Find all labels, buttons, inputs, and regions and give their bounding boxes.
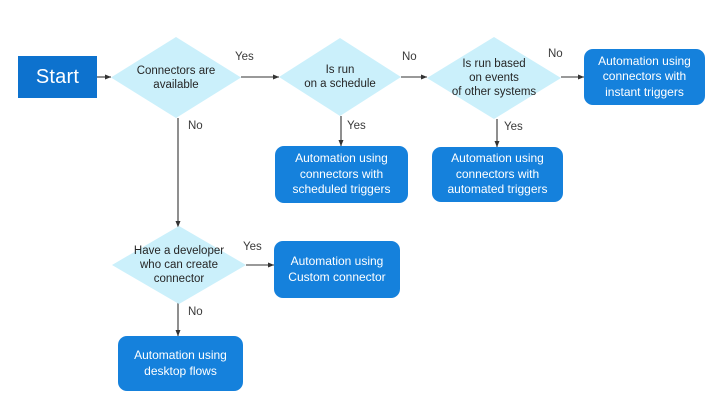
node-process-desktop-flows-label: Automation using desktop flows — [134, 348, 227, 378]
edge-label-developer-no: No — [188, 306, 203, 318]
node-decision-have-developer-label: Have a developer who can create connecto… — [133, 245, 225, 285]
edge-label-connectors-no: No — [188, 120, 203, 132]
edge-label-schedule-no: No — [402, 51, 417, 63]
edge-label-events-no: No — [548, 48, 563, 60]
node-decision-connectors-available[interactable]: Connectors are available — [111, 37, 241, 118]
node-decision-have-developer[interactable]: Have a developer who can create connecto… — [112, 226, 246, 304]
node-process-custom-connector-label: Automation using Custom connector — [288, 254, 386, 284]
node-process-instant-triggers[interactable]: Automation using connectors with instant… — [584, 49, 705, 105]
node-process-automated-triggers-label: Automation using connectors with automat… — [447, 151, 548, 197]
node-process-automated-triggers[interactable]: Automation using connectors with automat… — [432, 147, 563, 202]
node-decision-connectors-available-label: Connectors are available — [136, 64, 216, 91]
node-process-custom-connector[interactable]: Automation using Custom connector — [274, 241, 400, 298]
node-decision-run-on-events-label: Is run based on events of other systems — [451, 58, 537, 98]
node-decision-run-on-events[interactable]: Is run based on events of other systems — [427, 37, 561, 119]
node-decision-run-on-schedule[interactable]: Is run on a schedule — [279, 38, 401, 116]
node-process-scheduled-triggers-label: Automation using connectors with schedul… — [292, 151, 391, 197]
node-process-instant-triggers-label: Automation using connectors with instant… — [598, 53, 691, 99]
edge-label-events-yes: Yes — [504, 121, 523, 133]
node-process-desktop-flows[interactable]: Automation using desktop flows — [118, 336, 243, 391]
edge-label-connectors-yes: Yes — [235, 51, 254, 63]
node-decision-run-on-schedule-label: Is run on a schedule — [304, 64, 376, 90]
edge-label-developer-yes: Yes — [243, 241, 262, 253]
edge-label-schedule-yes: Yes — [347, 120, 366, 132]
node-start-label: Start — [35, 65, 80, 88]
node-process-scheduled-triggers[interactable]: Automation using connectors with schedul… — [275, 146, 408, 203]
node-start[interactable]: Start — [18, 56, 97, 98]
